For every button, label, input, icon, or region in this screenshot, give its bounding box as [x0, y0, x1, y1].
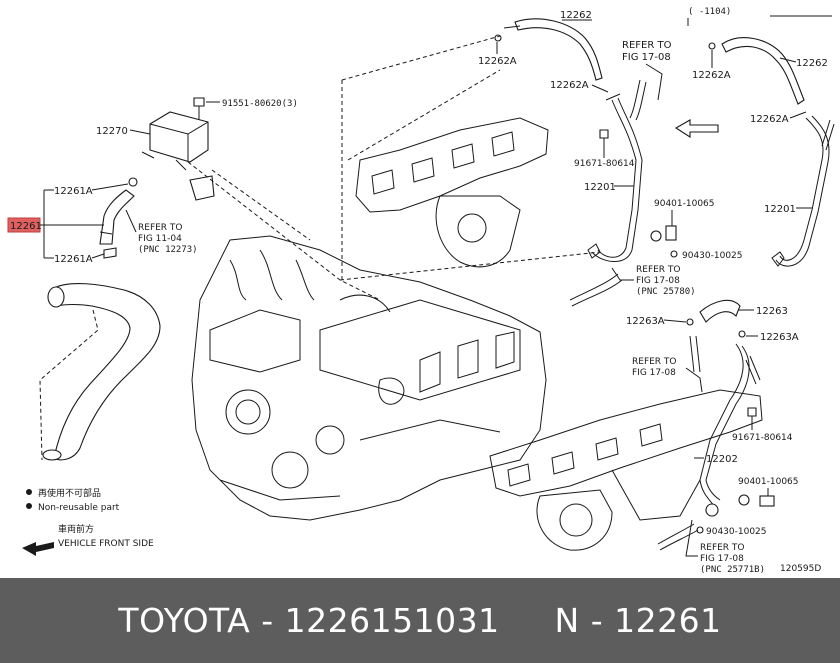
front-arrow-icon	[22, 542, 54, 556]
pipe-12201-left	[587, 79, 647, 262]
bolt-91671-bottom	[747, 407, 757, 417]
refer-label: REFER TO	[632, 357, 677, 367]
label-12262a: 12262A	[550, 80, 589, 91]
label-91551: 91551-80620(3)	[222, 99, 298, 109]
label-91671: 91671-80614	[574, 159, 635, 169]
label-90401: 90401-10065	[654, 199, 715, 209]
label-91671: 91671-80614	[732, 433, 793, 443]
refer-label: FIG 17-08	[636, 276, 680, 286]
non-reusable-marker	[26, 489, 32, 495]
gasket-90430-bottom	[696, 526, 704, 534]
label-90430: 90430-10025	[682, 251, 743, 261]
refer-label: FIG 17-08	[632, 368, 676, 378]
refer-label: (PNC 25780)	[636, 287, 696, 297]
exhaust-manifold-lower	[489, 389, 763, 551]
refer-label: FIG 11-04	[138, 234, 182, 244]
label-12263a: 12263A	[760, 332, 799, 343]
label-12261a: 12261A	[54, 254, 93, 265]
refer-label: REFER TO	[138, 223, 183, 233]
label-12263a: 12263A	[626, 316, 665, 327]
hose-12263	[686, 299, 746, 338]
label-12263: 12263	[756, 306, 788, 317]
footer-bar: TOYOTA - 1226151031 N - 12261	[0, 578, 840, 663]
refer-label: FIG 17-08	[700, 554, 744, 564]
hose-12262-center	[494, 18, 603, 81]
label-90430: 90430-10025	[706, 527, 767, 537]
label-12262: 12262	[560, 10, 592, 21]
footer-part-number: TOYOTA - 1226151031 N - 12261	[118, 601, 722, 640]
refer-label: (PNC 25771B)	[700, 565, 765, 575]
label-12201: 12201	[584, 182, 616, 193]
pipe-12202	[699, 343, 761, 517]
refer-label: (PNC 12273)	[138, 245, 198, 255]
label-12262a: 12262A	[478, 56, 517, 67]
non-reusable-marker	[26, 503, 32, 509]
refer-label: FIG 17-08	[622, 52, 671, 63]
hose-12261	[99, 177, 138, 259]
legend-front-jp: 車両前方	[58, 523, 94, 535]
refer-label: REFER TO	[636, 265, 681, 275]
engine-assembly	[191, 235, 547, 521]
direction-arrow	[674, 119, 719, 139]
label-12261a: 12261A	[54, 186, 93, 197]
pcv-valve-12270	[141, 111, 209, 171]
union-bolt-90401-bottom	[738, 494, 775, 507]
union-bolt-90401-top	[650, 225, 677, 242]
variant-bracket: ( -1104)	[688, 7, 731, 17]
legend-front-en: VEHICLE FRONT SIDE	[58, 539, 154, 549]
legend-non-reusable-en: Non-reusable part	[38, 503, 120, 513]
bolt-91671-top	[599, 129, 609, 150]
label-12262a: 12262A	[692, 70, 731, 81]
pipe-12201-right	[771, 115, 835, 267]
intake-duct	[42, 283, 161, 461]
gasket-90430-top	[670, 250, 678, 258]
legend: 再使用不可部品 Non-reusable part 車両前方 VEHICLE F…	[22, 487, 154, 556]
label-12201: 12201	[764, 204, 796, 215]
gasket	[189, 175, 215, 201]
label-12262: 12262	[796, 58, 828, 69]
label-12261: 12261	[10, 221, 42, 232]
legend-non-reusable-jp: 再使用不可部品	[38, 487, 101, 499]
label-12270: 12270	[96, 126, 128, 137]
refer-label: REFER TO	[622, 40, 672, 51]
hose-12262-right	[708, 37, 805, 105]
exhaust-manifold-upper	[355, 117, 549, 268]
label-12202: 12202	[706, 454, 738, 465]
figure-id: 120595D	[780, 564, 821, 574]
label-90401: 90401-10065	[738, 477, 799, 487]
parts-diagram: 12262 12262A 12262A REFER TO FIG 17-08 1…	[7, 7, 835, 575]
label-12262a: 12262A	[750, 114, 789, 125]
refer-label: REFER TO	[700, 543, 745, 553]
